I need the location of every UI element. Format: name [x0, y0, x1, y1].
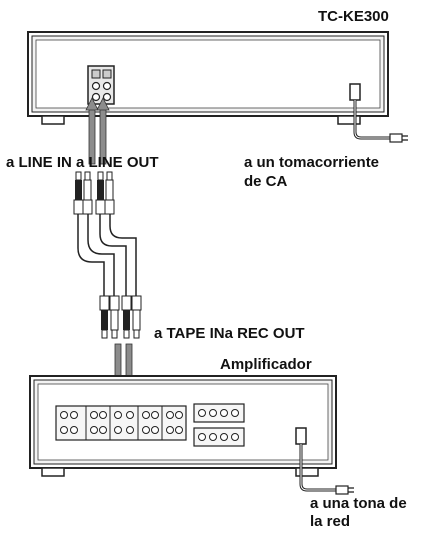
- amplifier-power-cord: [295, 427, 354, 495]
- deck-outlet-label-line1: a un tomacorriente: [244, 154, 380, 171]
- tape-in-rec-out-label: a TAPE INa REC OUT: [154, 325, 305, 342]
- deck-model-label: TC-KE300: [318, 8, 389, 25]
- deck-power-cord: [349, 83, 408, 143]
- amplifier-jack-panel: [55, 403, 245, 447]
- amp-outlet-label-line2: la red: [310, 513, 351, 530]
- bottom-rca-plugs: [99, 295, 142, 339]
- deck-connection-arrows: [85, 97, 110, 165]
- line-in-out-label: a LINE IN a LINE OUT: [6, 154, 159, 171]
- deck-jack-panel: [87, 65, 115, 105]
- connecting-cables: [77, 214, 137, 296]
- amp-outlet-label-line1: a una tona de: [310, 495, 407, 512]
- tape-deck-unit: [27, 31, 389, 125]
- top-rca-plugs: [73, 171, 115, 215]
- amplifier-label: Amplificador: [220, 356, 312, 373]
- deck-outlet-label-line2: de CA: [244, 173, 288, 190]
